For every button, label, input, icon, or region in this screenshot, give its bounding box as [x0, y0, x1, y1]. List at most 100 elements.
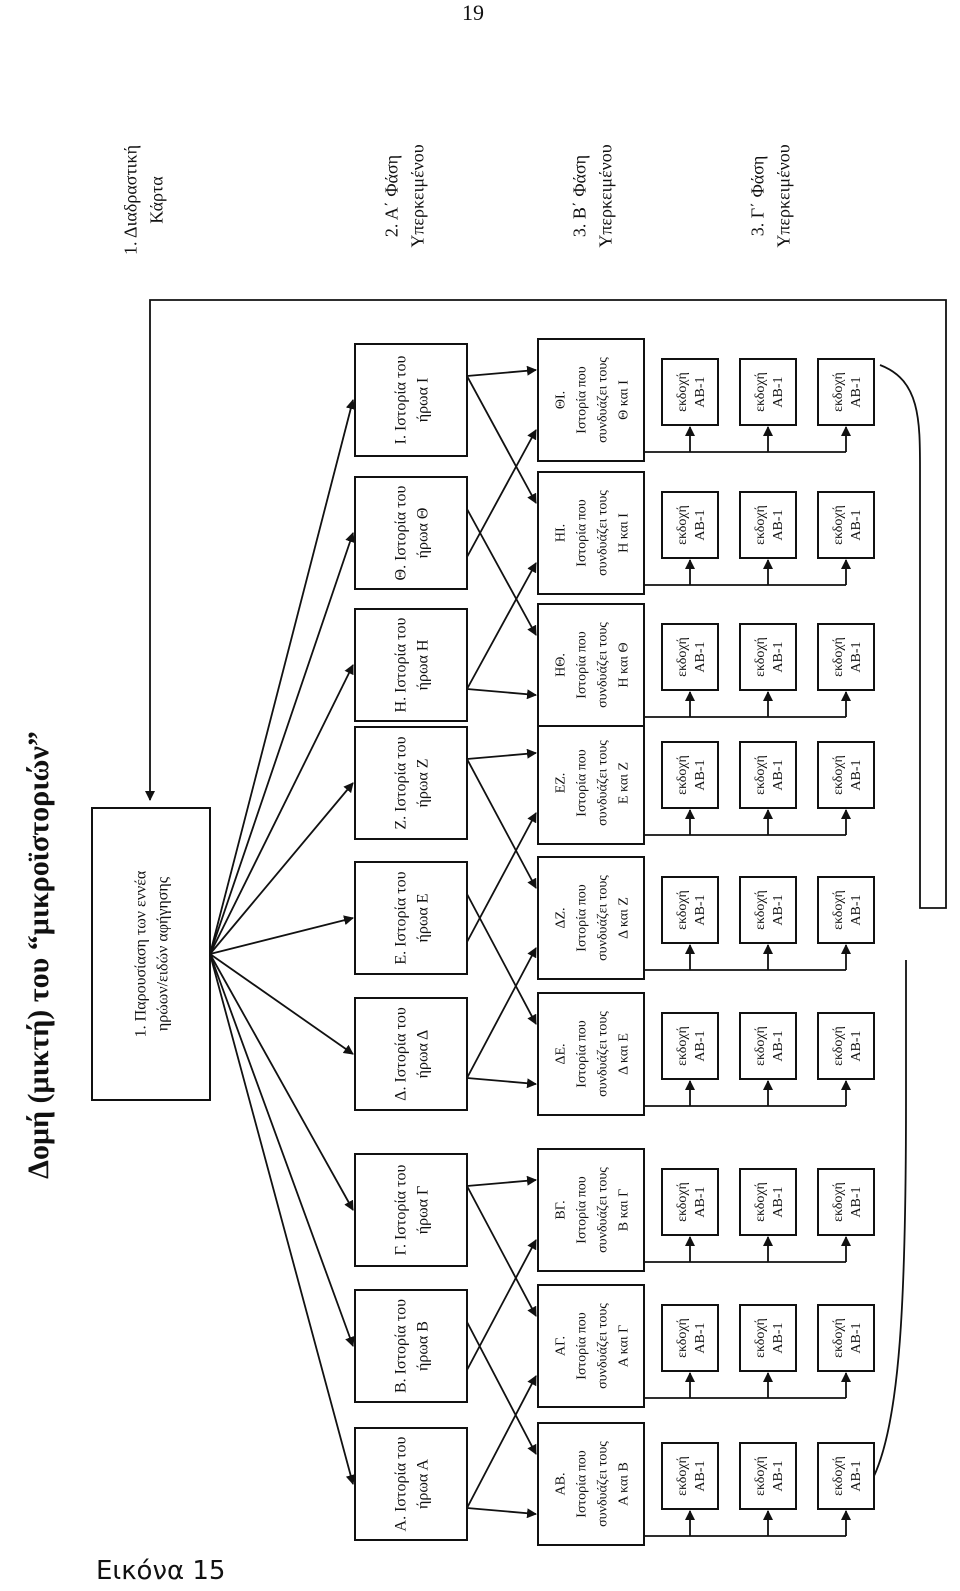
ending-text-line: ΑΒ-1 — [771, 1322, 786, 1353]
hero-to-pair-arrow — [466, 758, 537, 889]
hero-to-pair-arrow — [466, 893, 537, 1025]
hero-box-a[interactable] — [354, 1427, 468, 1541]
pair-text-7-line: Η και Θ — [616, 642, 631, 687]
ending-box-8-3[interactable] — [817, 491, 875, 559]
ending-text-line: εκδοχή — [753, 890, 768, 930]
pair-text-8-line: Η και Ι — [616, 513, 631, 553]
pair-box-5[interactable] — [537, 856, 645, 980]
ending-box-8-2[interactable] — [739, 491, 797, 559]
ending-text-line: εκδοχή — [831, 372, 846, 412]
ending-box-3-3[interactable] — [817, 1168, 875, 1236]
ending-box-9-3[interactable] — [817, 358, 875, 426]
ending-text-line: εκδοχή — [753, 505, 768, 545]
root-box[interactable] — [91, 807, 211, 1101]
hero-to-pair-arrow — [466, 947, 537, 1079]
ending-text-line: ΑΒ-1 — [771, 1186, 786, 1217]
ending-text-line: εκδοχή — [675, 1182, 690, 1222]
pair-text-3-line: Ιστορία που — [574, 1176, 589, 1243]
hero-box-th[interactable] — [354, 476, 468, 590]
ending-box-9-1[interactable] — [661, 358, 719, 426]
ending-box-3-1[interactable] — [661, 1168, 719, 1236]
ending-box-1-3[interactable] — [817, 1442, 875, 1510]
ending-box-1-1[interactable] — [661, 1442, 719, 1510]
ending-box-6-1[interactable] — [661, 741, 719, 809]
ending-box-2-1[interactable] — [661, 1304, 719, 1372]
hero-to-pair-arrow — [466, 429, 537, 558]
ending-box-6-2[interactable] — [739, 741, 797, 809]
ending-box-7-3[interactable] — [817, 623, 875, 691]
pair-text-2-line: Α και Γ — [616, 1325, 631, 1367]
ending-text-line: εκδοχή — [831, 1456, 846, 1496]
pair-text-9-line: ΘΙ. — [553, 391, 568, 409]
ending-box-7-2[interactable] — [739, 623, 797, 691]
hero-box-z[interactable] — [354, 726, 468, 840]
ending-box-6-3[interactable] — [817, 741, 875, 809]
ending-box-4-3[interactable] — [817, 1012, 875, 1080]
hero-to-pair-arrow — [466, 1239, 537, 1371]
ending-text-line: εκδοχή — [675, 755, 690, 795]
ending-text-line: εκδοχή — [753, 1318, 768, 1358]
ending-to-loop-connector — [873, 960, 907, 1477]
pair-box-8[interactable] — [537, 471, 645, 595]
hero-box-h[interactable] — [354, 608, 468, 722]
ending-box-5-1[interactable] — [661, 876, 719, 944]
hero-box-e[interactable] — [354, 861, 468, 975]
pair-box-6[interactable] — [537, 721, 645, 845]
ending-box-1-2[interactable] — [739, 1442, 797, 1510]
ending-text-line: ΑΒ-1 — [693, 641, 708, 672]
pair-box-7[interactable] — [537, 603, 645, 727]
pair-box-4[interactable] — [537, 992, 645, 1116]
hero-to-pair-arrow — [466, 1507, 537, 1519]
ending-box-5-3[interactable] — [817, 876, 875, 944]
hero-to-pair-arrow — [466, 1185, 537, 1317]
hero-box-g[interactable] — [354, 1153, 468, 1267]
ending-text-line: ΑΒ-1 — [771, 894, 786, 925]
ending-box-4-1[interactable] — [661, 1012, 719, 1080]
ending-text-line: ΑΒ-1 — [849, 759, 864, 790]
hero-box-d[interactable] — [354, 997, 468, 1111]
ending-box-8-1[interactable] — [661, 491, 719, 559]
ending-box-9-2[interactable] — [739, 358, 797, 426]
ending-box-2-3[interactable] — [817, 1304, 875, 1372]
pair-box-3[interactable] — [537, 1148, 645, 1272]
pair-text-4-line: συνδυάζει τους — [595, 1011, 610, 1097]
ending-text-line: εκδοχή — [675, 890, 690, 930]
pair-box-1[interactable] — [537, 1422, 645, 1546]
pair-text-6-line: Ιστορία που — [574, 749, 589, 816]
pair-text-7-line: ΗΘ. — [553, 653, 568, 677]
root-to-hero-arrow — [209, 532, 355, 955]
ending-box-2-2[interactable] — [739, 1304, 797, 1372]
pair-box-9[interactable] — [537, 338, 645, 462]
ending-box-5-2[interactable] — [739, 876, 797, 944]
hero-text-a-line: ήρωα Α — [415, 1459, 432, 1509]
ending-box-4-2[interactable] — [739, 1012, 797, 1080]
column-label-4-line: 3. Γ΄ Φάση — [747, 156, 767, 237]
hero-text-g-line: ήρωα Γ — [415, 1186, 432, 1235]
ending-text-line: ΑΒ-1 — [771, 509, 786, 540]
ending-box-3-2[interactable] — [739, 1168, 797, 1236]
pair-box-2[interactable] — [537, 1284, 645, 1408]
return-loop-connector — [145, 299, 947, 909]
hero-box-i[interactable] — [354, 343, 468, 457]
root-to-hero-arrow — [209, 782, 354, 955]
hero-box-b[interactable] — [354, 1289, 468, 1403]
ending-box-7-1[interactable] — [661, 623, 719, 691]
hero-to-pair-arrow — [466, 1175, 537, 1187]
